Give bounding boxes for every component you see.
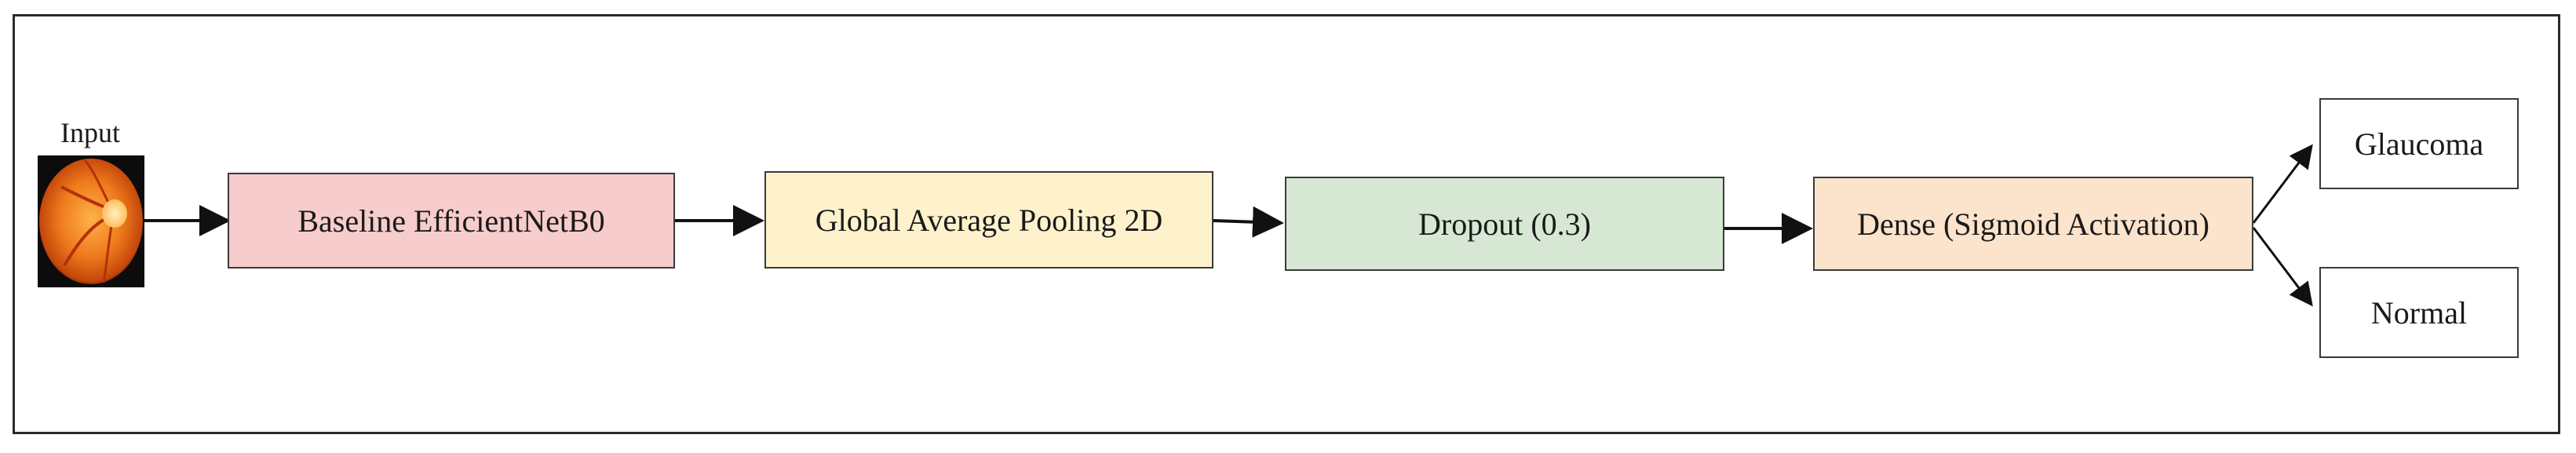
fundus-image bbox=[38, 155, 144, 287]
dense-label: Dense (Sigmoid Activation) bbox=[1857, 206, 2209, 242]
arrow-pooling-to-dropout bbox=[1213, 206, 1284, 238]
dropout-box: Dropout (0.3) bbox=[1285, 177, 1724, 271]
dense-sigmoid-box: Dense (Sigmoid Activation) bbox=[1813, 177, 2253, 271]
normal-label: Normal bbox=[2370, 294, 2468, 331]
baseline-efficientnetb0-box: Baseline EfficientNetB0 bbox=[228, 173, 675, 269]
output-normal-box: Normal bbox=[2319, 267, 2519, 358]
baseline-label: Baseline EfficientNetB0 bbox=[297, 203, 605, 239]
output-glaucoma-box: Glaucoma bbox=[2319, 98, 2519, 189]
arrow-dense-to-normal bbox=[2252, 227, 2313, 307]
dropout-label: Dropout (0.3) bbox=[1418, 206, 1591, 242]
glaucoma-label: Glaucoma bbox=[2354, 126, 2484, 162]
arrow-dense-to-glaucoma bbox=[2252, 144, 2313, 224]
input-label: Input bbox=[60, 117, 120, 148]
global-average-pooling-box: Global Average Pooling 2D bbox=[764, 171, 1213, 269]
pooling-label: Global Average Pooling 2D bbox=[815, 202, 1163, 238]
